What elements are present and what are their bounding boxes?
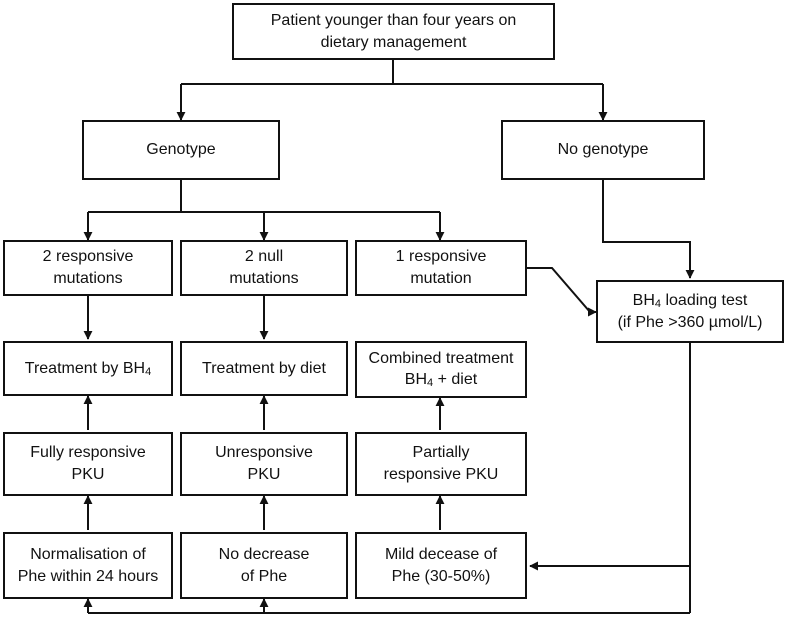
treatment-bh4-box: Treatment by BH4 [3,341,173,396]
combined-treatment-box: Combined treatment BH4 + diet [355,341,527,398]
arrow-one-responsive-to-loading-test [527,267,597,317]
genotype-box: Genotype [82,120,280,180]
bh4-loading-test-box: BH4 loading test (if Phe >360 µmol/L) [596,280,784,343]
no-genotype-box: No genotype [501,120,705,180]
treatment-diet-box: Treatment by diet [180,341,348,396]
arrow-no-genotype-to-loading-test [602,180,695,279]
